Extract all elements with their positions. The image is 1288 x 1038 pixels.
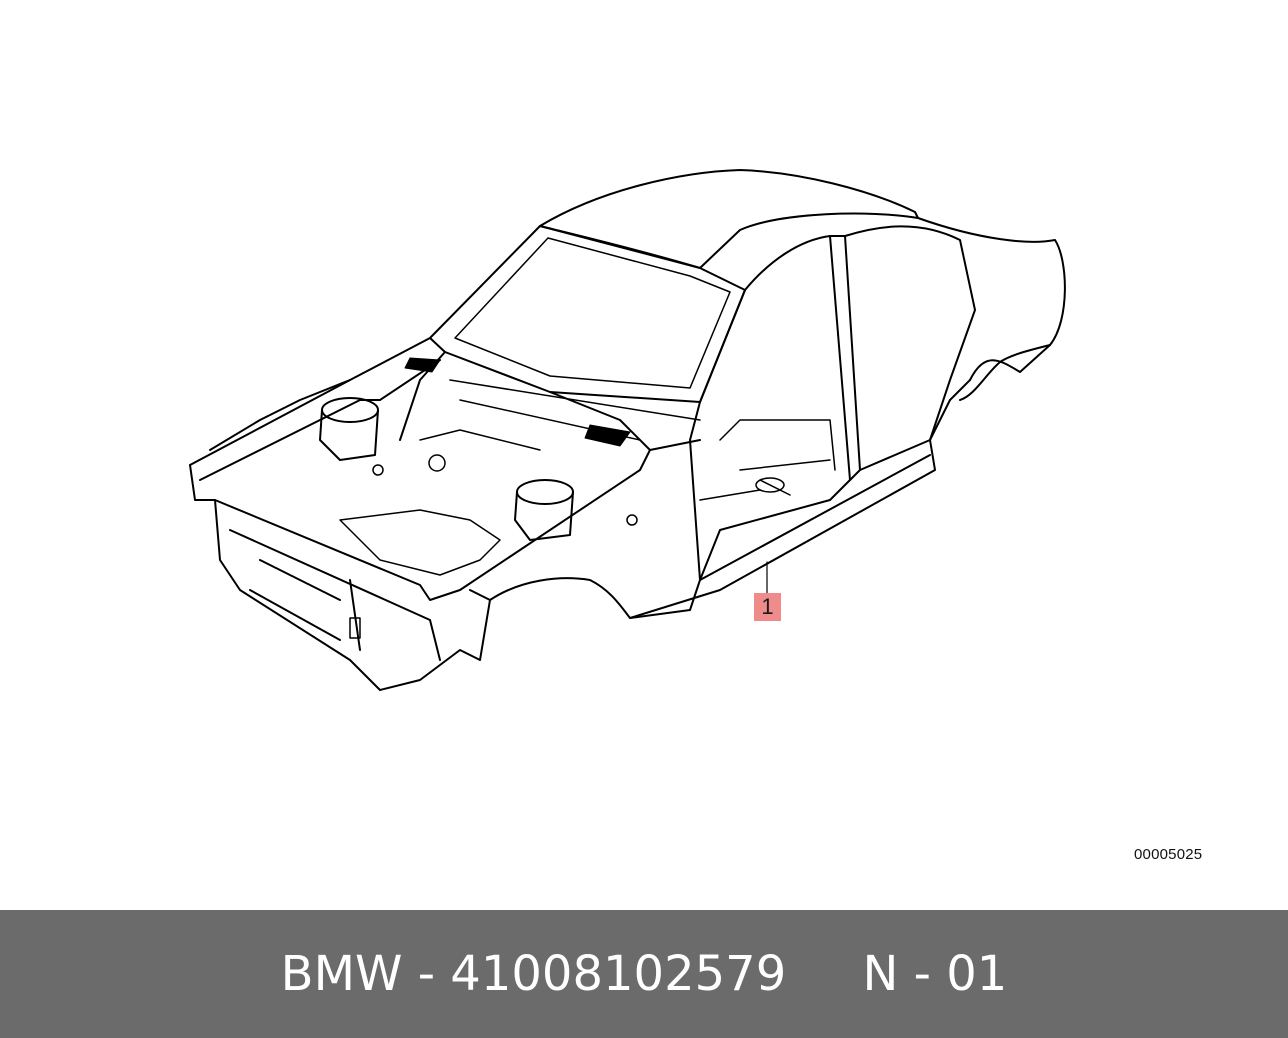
part-number-label: BMW - 41008102579 N - 01 [280, 946, 1008, 1002]
footer-bar: BMW - 41008102579 N - 01 [0, 910, 1288, 1038]
car-body-shell-drawing [189, 169, 1066, 691]
windshield-frame [429, 225, 746, 403]
firewall [419, 379, 701, 451]
front-frame-top [189, 359, 441, 481]
dark-vent-left [404, 357, 441, 373]
engine-bay-floor [339, 509, 501, 576]
front-frame-left [189, 449, 651, 601]
rear-door-opening [844, 225, 976, 471]
rear-wheel-arch [959, 344, 1051, 401]
bay-hole-3 [626, 514, 638, 526]
door-openings [699, 235, 851, 581]
strut-tower-left-body [319, 409, 379, 461]
strut-tower-right [516, 479, 574, 505]
floor-hole [755, 477, 785, 493]
windshield-inner [454, 237, 731, 389]
front-bumper-frame [214, 499, 491, 691]
bay-hole-1 [428, 454, 446, 472]
radiator-support [229, 529, 441, 661]
side-sill [629, 439, 936, 619]
interior-floor [699, 419, 836, 501]
strut-tower-right-body [514, 491, 574, 541]
strut-tower-left [321, 397, 379, 423]
a-pillar [629, 289, 746, 619]
rear-quarter-panel [917, 217, 1066, 441]
part-callout-1[interactable]: 1 [754, 593, 781, 621]
bay-hole-2 [372, 464, 384, 476]
b-pillar [829, 235, 861, 481]
dark-vent-right [584, 424, 631, 447]
diagram-number: 00005025 [1134, 846, 1203, 863]
front-slot [349, 617, 361, 639]
front-wheel-arch [489, 577, 631, 619]
roof-panel [539, 169, 919, 269]
